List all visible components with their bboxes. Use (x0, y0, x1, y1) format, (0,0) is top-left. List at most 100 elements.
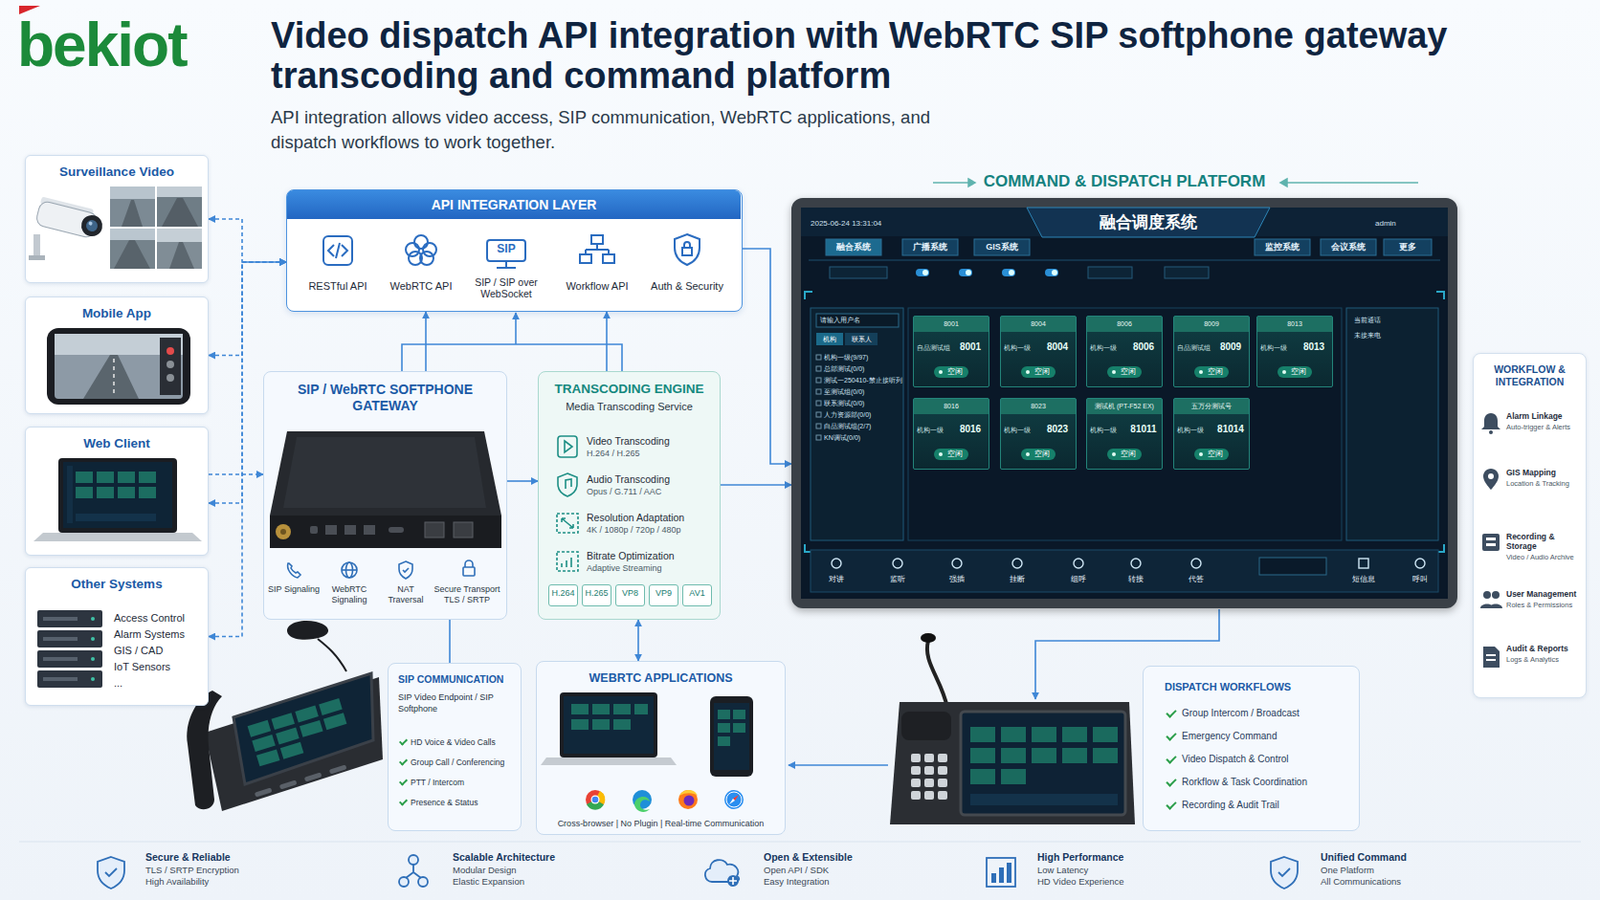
dispatch-console (927, 641, 948, 709)
screen-chrome (1358, 558, 1369, 569)
camera (28, 255, 45, 261)
screen-chrome (1026, 207, 1270, 238)
node-text: SIP COMMUNICATION (398, 673, 515, 687)
dispatch-console (911, 778, 921, 788)
laptop (63, 462, 173, 529)
api-icon (585, 244, 609, 255)
node-text: SIP Signaling (264, 584, 324, 596)
feature-icons (399, 877, 409, 888)
workflow-icon (1486, 659, 1496, 662)
node-text: 空闲 (1107, 366, 1142, 378)
feature-text: All Communications (1320, 876, 1512, 889)
node-text: 机构一级 (1177, 425, 1216, 436)
workflow-panel: WORKFLOW & INTEGRATIONAlarm LinkageAuto-… (1472, 353, 1587, 699)
text-group: 空闲 (933, 366, 969, 378)
camera (79, 213, 106, 240)
laptop (75, 471, 93, 484)
feature-title: Secure & Reliable (145, 851, 337, 865)
transcoding-icon (556, 436, 578, 572)
node-text: 8013 (1297, 340, 1331, 355)
node-text: 8004 (1041, 340, 1074, 355)
sip-phone (254, 764, 348, 798)
codec-chip: H.265 (581, 584, 612, 607)
text-group: 8009 (1214, 340, 1247, 355)
screen-chrome (1191, 558, 1201, 569)
browser-icons (729, 799, 735, 805)
mobile-phone (54, 333, 183, 400)
bracket-wire (401, 312, 623, 372)
node-text: Audit & Reports (1506, 644, 1583, 654)
screen-chrome (974, 239, 1030, 256)
screen-chrome (831, 558, 842, 569)
feature-text: Easy Integration (763, 876, 956, 889)
sip-phone (247, 720, 272, 738)
tree-item: 机构一级(9/97) (823, 353, 903, 363)
heading-rule (1287, 181, 1419, 184)
api-item-label: Auth & Security (644, 280, 731, 293)
laptop (66, 466, 73, 524)
transcoding-icon (561, 557, 572, 568)
screen-chrome (1051, 269, 1058, 276)
tree-item: 白品测试组(2/7) (823, 422, 903, 432)
feature-icons (405, 865, 422, 879)
screen-chrome (1088, 266, 1133, 279)
devices (540, 692, 754, 778)
screen-chrome (1415, 558, 1425, 569)
node-text: 空闲 (1194, 366, 1229, 378)
screen-chrome (1001, 268, 1016, 277)
gateway-device (388, 527, 404, 534)
timestamp: 2025-06-24 13:31:04 (810, 219, 916, 229)
screen-chrome (810, 308, 904, 541)
text-group: 空闲 (1107, 366, 1142, 378)
api-icon (682, 247, 692, 256)
text-group: 自品测试组 (916, 343, 956, 354)
screen-chrome (816, 423, 822, 429)
node-text: Location & Tracking (1506, 479, 1583, 489)
node-text: 机构一级 (1260, 343, 1299, 354)
codec-chip: AV1 (682, 584, 712, 607)
devices (571, 704, 648, 731)
screen-chrome (1164, 266, 1209, 279)
node-text: 机构一级 (1089, 425, 1129, 436)
search-placeholder: 请输入用户名 (820, 315, 897, 326)
node-text: Alarm Linkage (1506, 411, 1583, 422)
terminal-tile: 8009自品测试组8009空闲 (1173, 315, 1250, 388)
panel-item: 当前通话 (1354, 315, 1431, 326)
gateway-device (310, 525, 404, 535)
devices (717, 723, 731, 734)
node-text: 机构一级 (1089, 343, 1129, 354)
api-icon (422, 243, 437, 257)
gateway-device (325, 525, 337, 535)
node-text: WebRTC Signaling (321, 584, 378, 606)
node-text: SIP Video Endpoint / SIP Softphone (398, 691, 515, 715)
feature-title: Open & Extensible (763, 851, 956, 865)
connector (424, 311, 427, 372)
video-grid (110, 228, 156, 241)
api-icon (579, 254, 592, 264)
feature-icons (986, 858, 1016, 888)
server-rack (37, 650, 103, 668)
node-text: Opus / G.711 / AAC (586, 487, 717, 498)
text-group: 自品测试组 (1177, 343, 1216, 354)
terminal-tile: 五万分测试号机构一级81014空闲 (1173, 398, 1250, 470)
sip-phone (329, 764, 348, 775)
codec-chip: H.264 (548, 584, 578, 607)
terminal-tile: 8016机构一级8016空闲 (912, 398, 990, 470)
gateway-device (275, 524, 291, 540)
node-text: Cross-browser | No Plugin | Real-time Co… (536, 818, 785, 830)
workflow-icon (1491, 591, 1500, 600)
gateway-box: SIP / WebRTC SOFTPHONE GATEWAYSIP Signal… (263, 371, 508, 621)
video-grid (156, 228, 202, 243)
node-text: Web Client (25, 436, 208, 452)
text-group: 机构一级 (1177, 425, 1216, 436)
screen-chrome (816, 333, 844, 346)
node-text: Rorkflow & Task Coordination (1164, 776, 1356, 790)
browser-icons (585, 790, 744, 813)
feature-icon (399, 561, 413, 579)
dispatch-console (970, 748, 996, 764)
text-group: HD Voice & Video CallsGroup Call / Confe… (398, 736, 519, 818)
node-text: Alarm Systems (113, 626, 206, 644)
feature-icon (463, 567, 475, 577)
connector (742, 248, 792, 465)
server-rack (37, 670, 103, 689)
